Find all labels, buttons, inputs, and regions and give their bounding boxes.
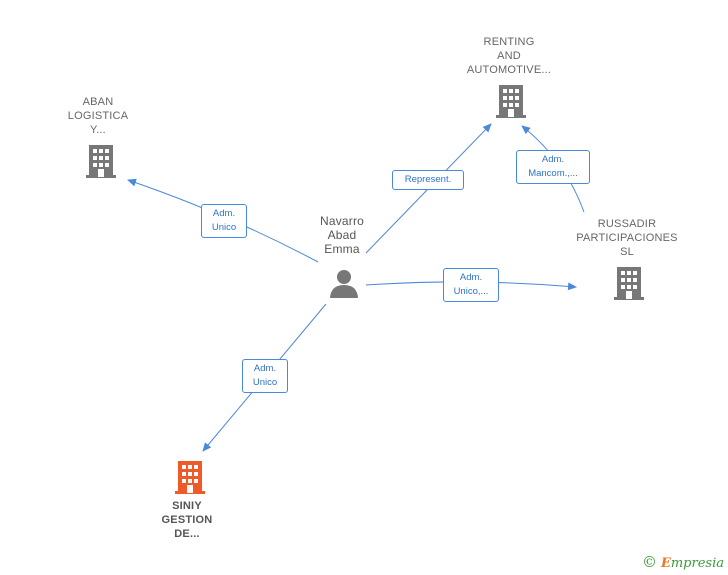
node-aban-line-3: Y... (90, 124, 106, 136)
person-icon[interactable] (328, 268, 360, 300)
node-russadir-line-2: PARTICIPACIONES (576, 232, 678, 244)
building-icon[interactable] (613, 265, 645, 301)
node-renting-line-2: AND (497, 50, 521, 62)
building-icon[interactable] (495, 83, 527, 119)
edge-label-aban-line-2: Unico (211, 222, 237, 233)
node-siniy-label[interactable]: SINIY GESTION DE... (147, 499, 227, 541)
edge-label-russadir[interactable]: Adm. Unico,... (443, 268, 499, 302)
node-siniy-line-2: GESTION (161, 514, 213, 526)
node-russadir-label[interactable]: RUSSADIR PARTICIPACIONES SL (567, 217, 687, 259)
node-person-label[interactable]: Navarro Abad Emma (302, 214, 382, 256)
node-aban-line-2: LOGISTICA (67, 110, 129, 122)
edge-label-aban-line-1: Adm. (212, 208, 236, 219)
edge-label-renting[interactable]: Represent. (392, 170, 464, 190)
copyright-icon: © (641, 553, 657, 571)
edge-label-russadir-line-2: Unico,... (453, 286, 489, 297)
edge-label-siniy[interactable]: Adm. Unico (242, 359, 288, 393)
edge-label-aban[interactable]: Adm. Unico (201, 204, 247, 238)
node-person-line-3: Emma (324, 242, 360, 256)
node-renting-label[interactable]: RENTING AND AUTOMOTIVE... (459, 35, 559, 77)
building-icon[interactable] (174, 459, 206, 495)
node-russadir-line-3: SL (620, 246, 634, 258)
edge-label-siniy-line-2: Unico (252, 377, 278, 388)
node-siniy-line-3: DE... (174, 528, 200, 540)
node-siniy-line-1: SINIY (172, 500, 202, 512)
node-person-line-1: Navarro (319, 214, 365, 228)
node-aban-label[interactable]: ABAN LOGISTICA Y... (58, 95, 138, 137)
node-renting-line-3: AUTOMOTIVE... (466, 64, 552, 76)
node-russadir-line-1: RUSSADIR (597, 218, 657, 230)
edge-label-siniy-line-1: Adm. (253, 363, 277, 374)
building-icon[interactable] (85, 143, 117, 179)
edge-label-russadir-renting[interactable]: Adm. Mancom.,... (516, 150, 590, 184)
node-aban-line-1: ABAN (82, 96, 114, 108)
node-renting-line-1: RENTING (483, 36, 535, 48)
edge-label-russadir-renting-line-1: Adm. (541, 154, 565, 165)
brand-logo-initial: E (660, 556, 671, 571)
node-person-line-2: Abad (327, 228, 357, 242)
edge-label-renting-line-1: Represent. (404, 174, 452, 185)
brand-footer: ©Empresia (642, 553, 724, 571)
brand-logo-text: mpresia (670, 556, 724, 571)
edge-label-russadir-renting-line-2: Mancom.,... (528, 168, 578, 179)
edge-label-russadir-line-1: Adm. (459, 272, 483, 283)
